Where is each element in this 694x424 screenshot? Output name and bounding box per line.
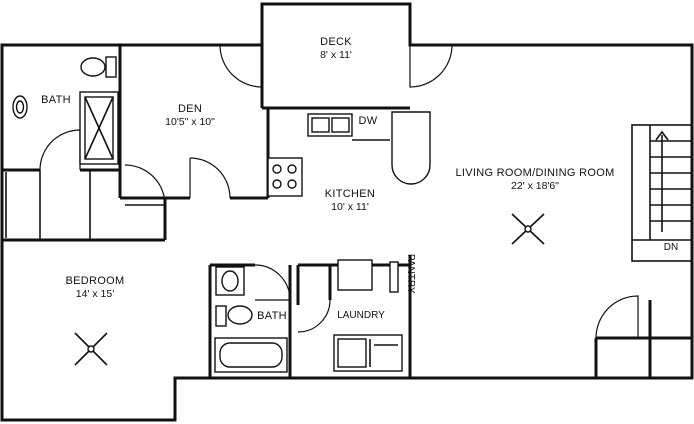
living-dims: 22' x 18'6"	[510, 179, 560, 192]
kitchen-name: KITCHEN	[324, 188, 376, 200]
deck-dims: 8' x 11'	[320, 48, 352, 61]
deck-label: DECK 8' x 11'	[300, 36, 372, 61]
kitchen-dims: 10' x 11'	[331, 200, 369, 213]
bedroom-ceiling-fan	[74, 332, 108, 366]
stairs	[631, 124, 693, 262]
pantry-name: PANTRY	[404, 253, 416, 294]
upper-bath-label: BATH	[36, 94, 76, 107]
stairs-label: DN	[656, 242, 686, 254]
laundry-name: LAUNDRY	[337, 310, 385, 321]
pantry-shelf	[389, 261, 399, 293]
deck-name: DECK	[320, 36, 352, 48]
dishwasher-name: DW	[358, 115, 378, 127]
bedroom-dims: 14' x 15'	[75, 287, 115, 300]
den-dims: 10'5" x 10"	[165, 115, 215, 128]
bedroom-label: BEDROOM 14' x 15'	[52, 275, 138, 300]
den-label: DEN 10'5" x 10"	[150, 103, 230, 128]
living-label: LIVING ROOM/DINING ROOM 22' x 18'6"	[440, 167, 630, 192]
lower-bath-name: BATH	[257, 310, 287, 322]
laundry-label: LAUNDRY	[332, 310, 390, 322]
kitchen-label: KITCHEN 10' x 11'	[310, 188, 390, 213]
lower-bath-fixtures	[214, 266, 288, 373]
pantry-label: PANTRY	[385, 254, 435, 294]
den-name: DEN	[177, 103, 203, 115]
bedroom-name: BEDROOM	[65, 275, 125, 287]
laundry-fixtures	[333, 259, 403, 372]
stairs-name: DN	[663, 242, 679, 253]
lower-bath-label: BATH	[252, 310, 292, 323]
door-swings	[39, 44, 639, 339]
upper-bath-fixtures	[12, 56, 119, 165]
upper-bath-name: BATH	[41, 94, 71, 106]
living-ceiling-fan	[511, 213, 545, 245]
kitchen-fixtures	[267, 111, 431, 197]
closet-partitions	[5, 170, 165, 240]
dishwasher-label: DW	[356, 115, 380, 128]
living-name: LIVING ROOM/DINING ROOM	[455, 167, 615, 179]
